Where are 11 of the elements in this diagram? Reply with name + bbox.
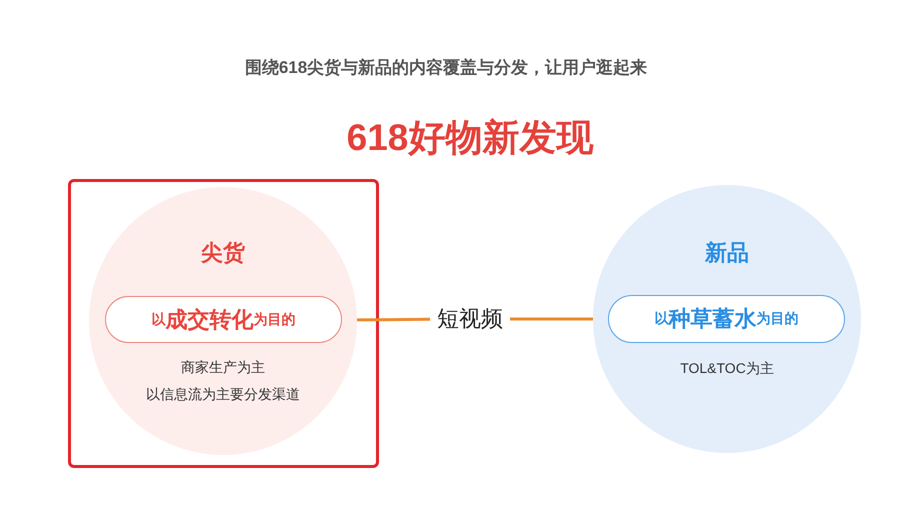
body-text: 商家生产为主 [181,358,265,377]
subtitle-text: 围绕618尖货与新品的内容覆盖与分发，让用户逛起来 [244,57,648,79]
body-text: 以信息流为主要分发渠道 [146,385,300,404]
highlight-frame [68,179,379,468]
connector-line [356,318,430,322]
body-text: TOL&TOC为主 [680,359,774,378]
connector-text: 短视频 [437,304,503,334]
circle-heading: 新品 [705,239,749,267]
circle-heading: 尖货 [201,239,245,267]
title-text: 618好物新发现 [346,116,594,160]
connector-line [510,318,593,320]
